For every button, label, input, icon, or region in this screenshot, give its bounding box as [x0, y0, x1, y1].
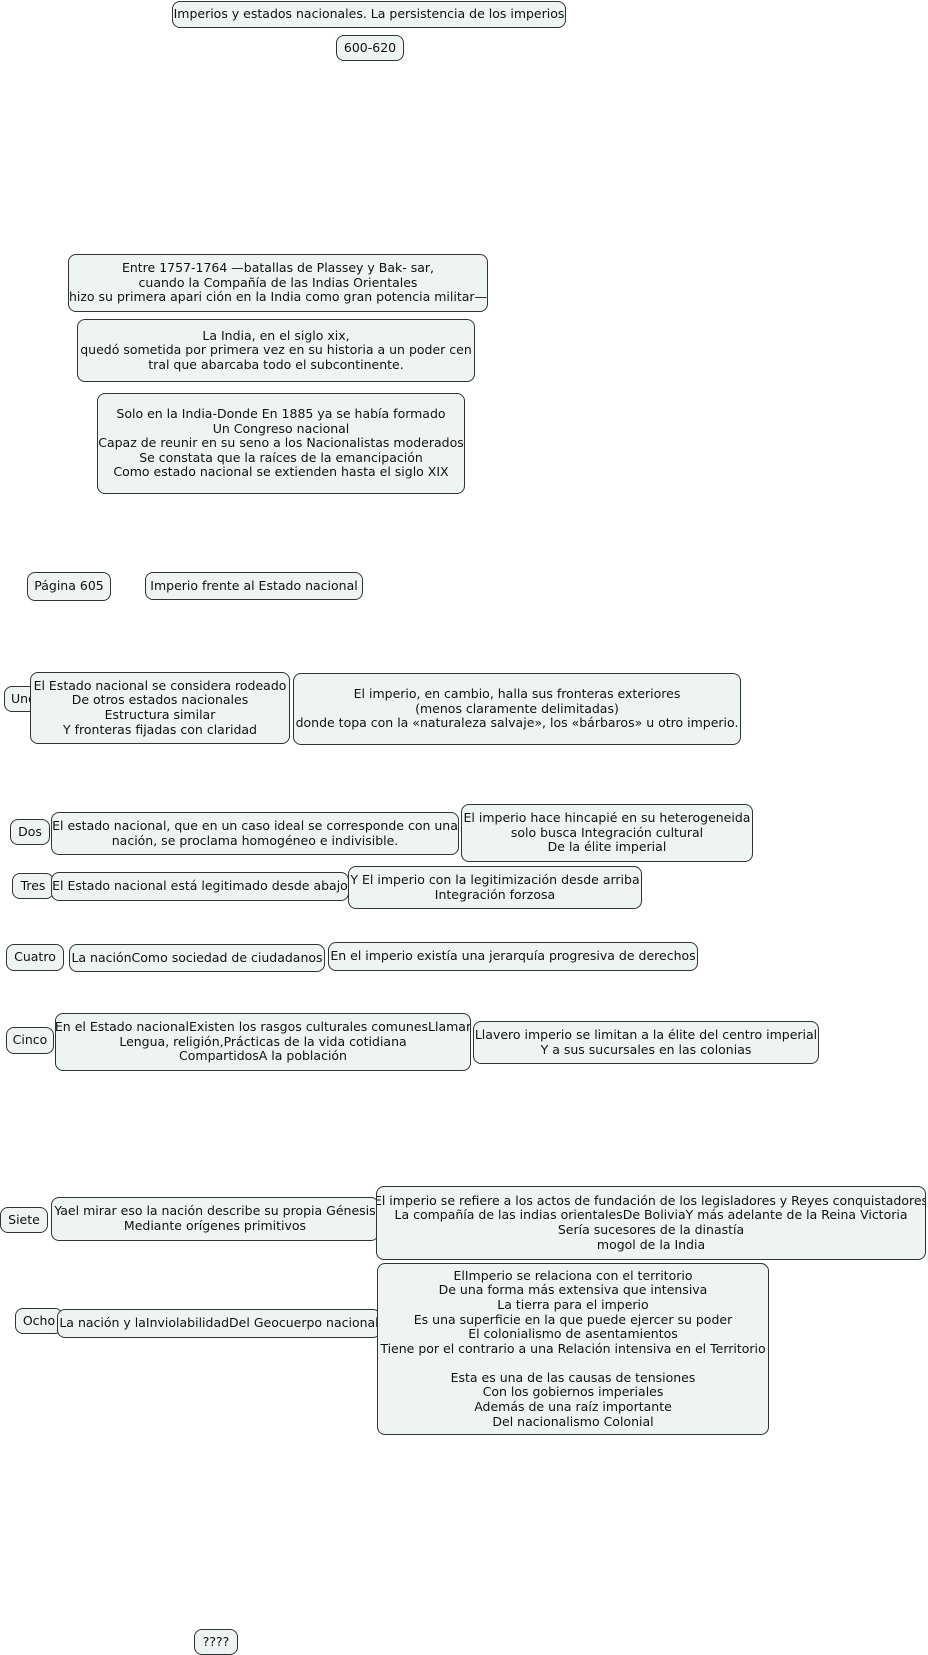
siete-nacional-node[interactable]: Yael mirar eso la nación describe su pro…	[51, 1197, 379, 1241]
dos-imperio-node[interactable]: El imperio hace hincapié en su heterogen…	[461, 804, 753, 862]
plassey-node[interactable]: Entre 1757-1764 —batallas de Plassey y B…	[68, 254, 488, 312]
cuatro-imperio-node[interactable]: En el imperio existía una jerarquía prog…	[328, 942, 698, 971]
siete-imperio-node[interactable]: El imperio se refiere a los actos de fun…	[376, 1186, 926, 1260]
cinco-imperio-node[interactable]: Llavero imperio se limitan a la élite de…	[473, 1021, 819, 1064]
siete-node[interactable]: Siete	[0, 1207, 48, 1233]
imperio-frente-node[interactable]: Imperio frente al Estado nacional	[145, 572, 363, 600]
dos-nacional-node[interactable]: El estado nacional, que en un caso ideal…	[51, 812, 459, 855]
title-node[interactable]: Imperios y estados nacionales. La persis…	[172, 1, 566, 28]
uno-nacional-node[interactable]: El Estado nacional se considera rodeado …	[30, 672, 290, 744]
tres-node[interactable]: Tres	[12, 873, 54, 899]
question-node[interactable]: ????	[194, 1629, 238, 1655]
pages-range-node[interactable]: 600-620	[336, 35, 404, 61]
cinco-node[interactable]: Cinco	[6, 1027, 54, 1054]
ocho-node[interactable]: Ocho	[15, 1308, 63, 1334]
ocho-imperio-node[interactable]: ElImperio se relaciona con el territorio…	[377, 1263, 769, 1435]
pagina-605-node[interactable]: Página 605	[27, 572, 111, 601]
congreso-nacional-node[interactable]: Solo en la India-Donde En 1885 ya se hab…	[97, 393, 465, 494]
cinco-nacional-node[interactable]: En el Estado nacionalExisten los rasgos …	[55, 1013, 471, 1071]
dos-node[interactable]: Dos	[10, 819, 50, 845]
uno-imperio-node[interactable]: El imperio, en cambio, halla sus fronter…	[293, 673, 741, 745]
cuatro-node[interactable]: Cuatro	[6, 944, 64, 971]
tres-imperio-node[interactable]: Y El imperio con la legitimización desde…	[348, 866, 642, 909]
india-siglo-xix-node[interactable]: La India, en el siglo xix, quedó sometid…	[77, 319, 475, 382]
cuatro-nacional-node[interactable]: La naciónComo sociedad de ciudadanos	[69, 944, 325, 972]
tres-nacional-node[interactable]: El Estado nacional está legitimado desde…	[51, 872, 349, 901]
ocho-nacional-node[interactable]: La nación y laInviolabilidadDel Geocuerp…	[57, 1309, 381, 1338]
